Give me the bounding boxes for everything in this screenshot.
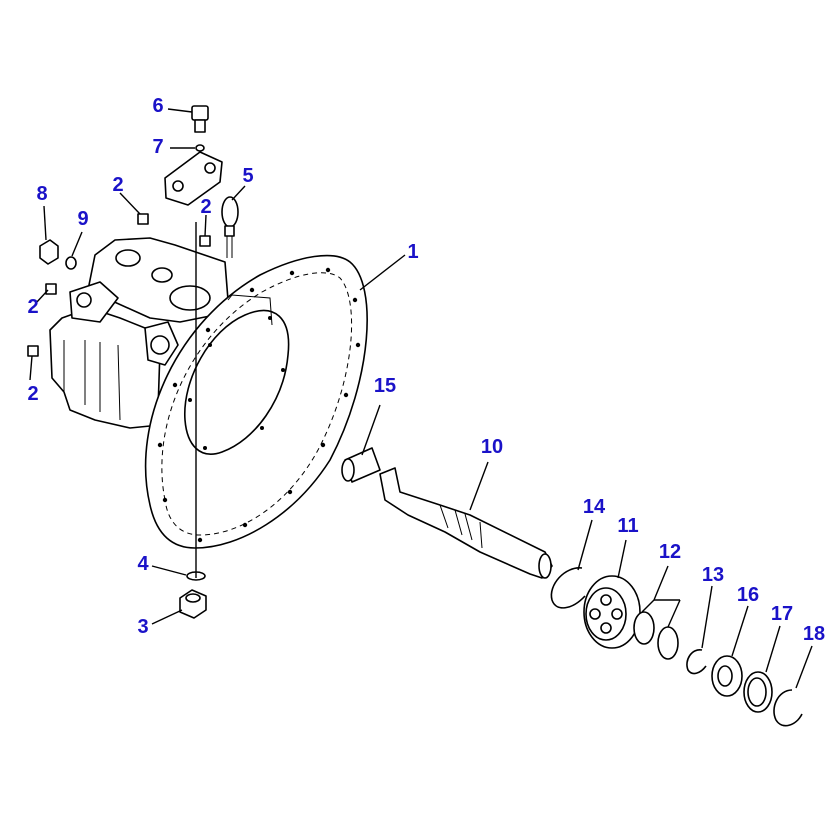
callout-5: 5: [242, 165, 253, 187]
part-2-plug-c: [45, 283, 57, 295]
part-18-snap-ring: [773, 689, 803, 727]
callout-15: 15: [374, 375, 396, 397]
callout-2-upper-right: 2: [200, 196, 211, 218]
callout-16: 16: [737, 584, 759, 606]
part-2-plug-b: [199, 235, 211, 247]
callout-14: 14: [583, 496, 606, 518]
part-13-snap-ring: [686, 649, 707, 675]
callout-1: 1: [407, 241, 418, 263]
part-15-bushing: [341, 447, 381, 483]
callout-7: 7: [152, 136, 163, 158]
part-6-plug: [191, 105, 209, 133]
part-5-eyebolt: [221, 196, 239, 258]
part-16-seal: [711, 655, 743, 697]
callout-2-bottom: 2: [27, 383, 38, 405]
callout-11: 11: [617, 515, 638, 537]
callout-3: 3: [137, 616, 148, 638]
callout-2-top: 2: [112, 174, 123, 196]
callout-13: 13: [702, 564, 724, 586]
part-3-plug: [179, 589, 207, 619]
part-17-ring: [743, 671, 773, 713]
part-9-oring: [65, 256, 77, 270]
part-10-shaft: [379, 467, 553, 579]
leader-lines: [29, 108, 813, 689]
flange-housing: [144, 254, 368, 549]
callout-18: 18: [803, 623, 825, 645]
part-14-snap-ring: [550, 567, 586, 609]
callout-6: 6: [152, 95, 163, 117]
callout-12: 12: [659, 541, 681, 563]
pump-body: [49, 237, 229, 429]
callout-2-left: 2: [27, 296, 38, 318]
callout-17: 17: [771, 603, 793, 625]
callout-4: 4: [137, 553, 149, 575]
part-7-oring: [195, 144, 205, 152]
part-8-plug: [39, 239, 59, 265]
part-11-bearing: [583, 575, 641, 649]
callouts: 6 7 5 8 2 2 9 1 2 2 15 10 14 11 12 13 16…: [27, 95, 825, 645]
cover-plate: [164, 151, 223, 206]
callout-8: 8: [36, 183, 47, 205]
part-2-plug-a: [137, 213, 149, 225]
part-12-rings: [633, 611, 679, 660]
callout-10: 10: [481, 436, 503, 458]
callout-9: 9: [77, 208, 88, 230]
part-2-plug-d: [27, 345, 39, 357]
